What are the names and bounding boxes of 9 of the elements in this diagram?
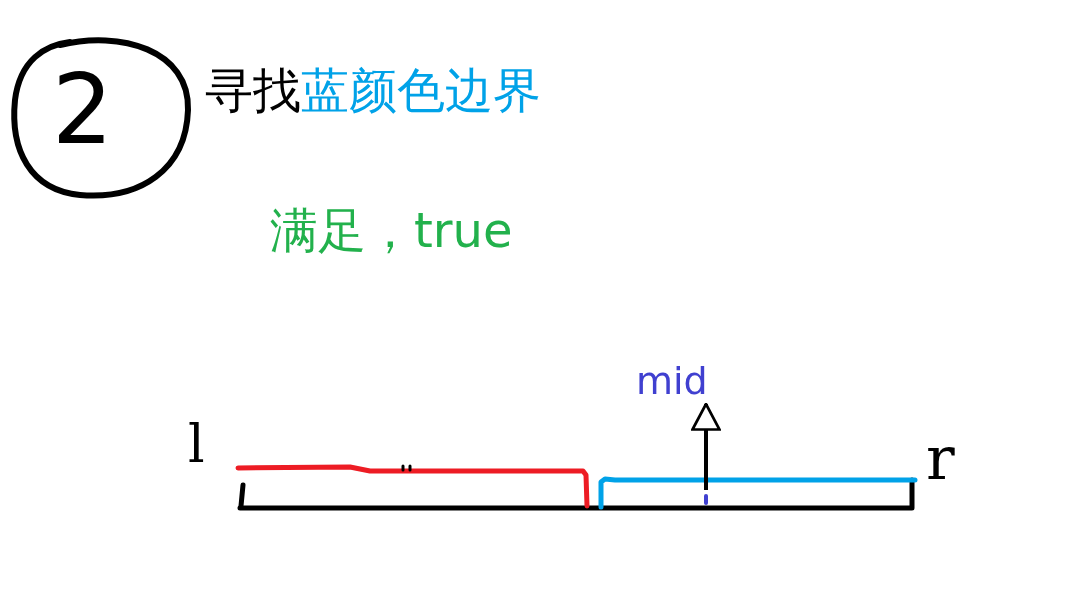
highlighted-title-text: 蓝颜色边界 — [301, 66, 541, 114]
tick-mark — [704, 494, 708, 505]
title-text: 寻找 — [205, 66, 301, 114]
left-pointer-label: l — [188, 418, 205, 470]
result-text: 满足，true — [270, 206, 513, 254]
right-pointer-label: r — [926, 428, 955, 488]
node-label: mid — [636, 362, 708, 400]
step-number: 2 — [52, 62, 114, 158]
arrow — [691, 402, 721, 490]
